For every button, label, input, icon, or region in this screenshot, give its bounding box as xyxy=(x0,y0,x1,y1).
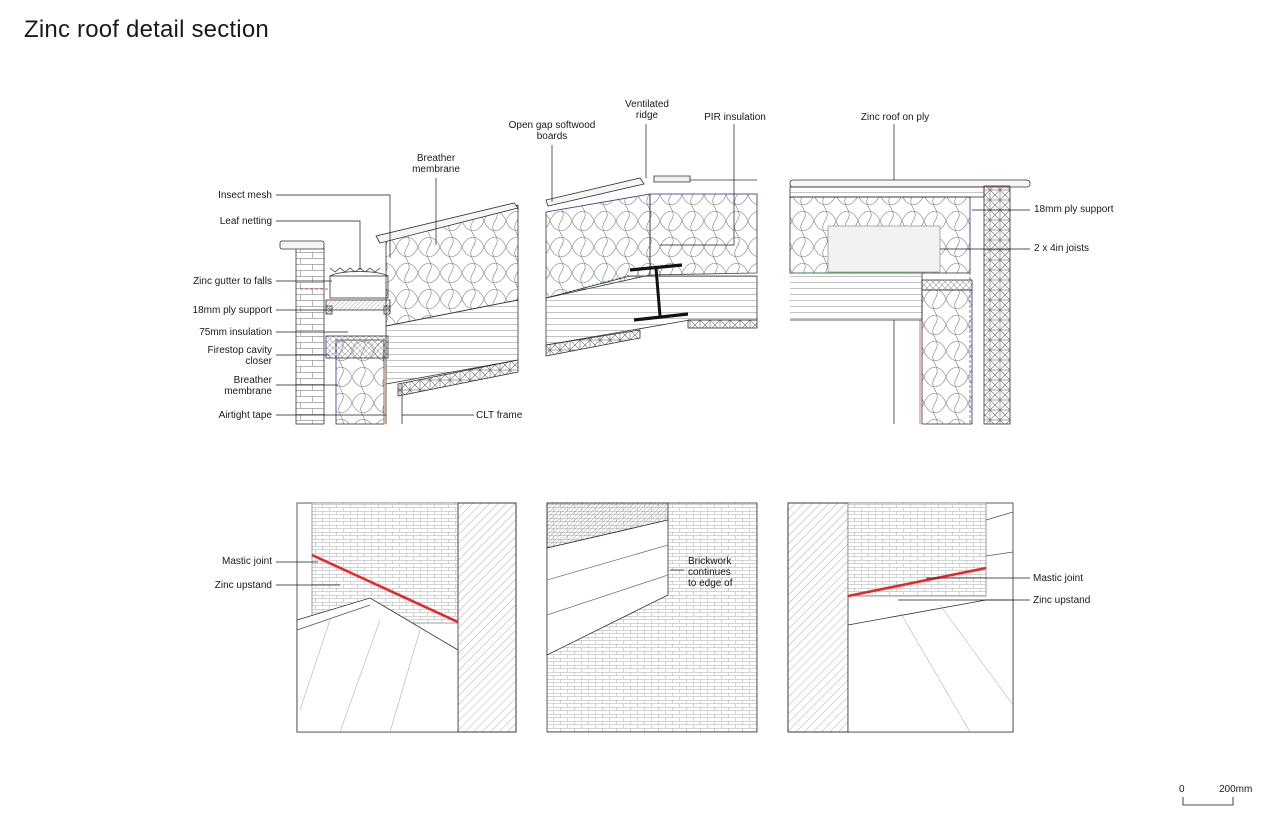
label-zinc-roof-on-ply: Zinc roof on ply xyxy=(860,112,930,123)
label-firestop: Firestop cavity closer xyxy=(207,345,272,367)
label-zinc-gutter: Zinc gutter to falls xyxy=(193,276,272,287)
label-mastic-left: Mastic joint xyxy=(221,556,272,567)
eaves-section xyxy=(279,202,519,425)
scale-zero: 0 xyxy=(1179,784,1185,795)
label-clt-frame: CLT frame xyxy=(476,410,523,421)
label-breather-left: Breather membrane xyxy=(224,375,272,397)
leader-lines xyxy=(276,124,1030,601)
label-airtight-tape: Airtight tape xyxy=(218,410,272,421)
perspective-middle xyxy=(546,502,758,733)
label-pir: PIR insulation xyxy=(704,112,766,123)
label-leaf-netting: Leaf netting xyxy=(219,216,272,227)
label-mastic-right: Mastic joint xyxy=(1033,573,1084,584)
ridge-section xyxy=(545,175,758,357)
perspective-right xyxy=(787,502,1014,733)
label-insect-mesh: Insect mesh xyxy=(218,190,272,201)
scale-bar xyxy=(1182,797,1234,806)
parapet-section xyxy=(789,179,1031,425)
scale-end: 200mm xyxy=(1219,784,1253,795)
label-joists: 2 x 4in joists xyxy=(1034,243,1090,254)
perspective-left xyxy=(296,502,517,733)
label-open-gap: Open gap softwood boards xyxy=(508,120,596,142)
label-breather-top: Breather membrane xyxy=(412,153,460,175)
label-zinc-upstand-right: Zinc upstand xyxy=(1033,595,1091,606)
label-brickwork: Brickwork continues to edge of xyxy=(688,556,733,589)
label-ply-support-left: 18mm ply support xyxy=(192,305,272,316)
label-ply-support-right: 18mm ply support xyxy=(1034,204,1114,215)
label-zinc-upstand-left: Zinc upstand xyxy=(214,580,272,591)
label-75mm-insulation: 75mm insulation xyxy=(199,327,272,338)
label-ventilated-ridge: Ventilated ridge xyxy=(625,99,669,121)
page-title: Zinc roof detail section xyxy=(24,16,269,43)
